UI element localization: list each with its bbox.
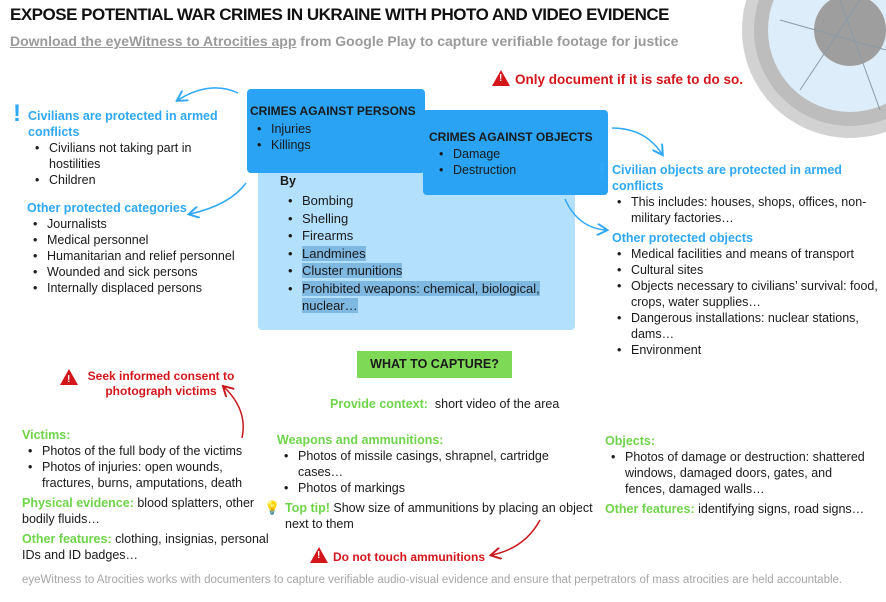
list-item: Firearms [284, 227, 554, 245]
warning-icon [310, 547, 328, 563]
objects-other-features: Other features: identifying signs, road … [605, 502, 865, 516]
list-item: Civilians not taking part in hostilities [31, 140, 243, 172]
list-item: Damage [435, 146, 516, 162]
list-item: Photos of markings [280, 480, 595, 496]
civilians-heading: Civilians are protected in armed conflic… [28, 109, 218, 139]
list-item: Internally displaced persons [29, 280, 242, 296]
list-item: Children [31, 172, 243, 188]
list-item: Journalists [29, 216, 242, 232]
exclamation-icon: ! [598, 158, 606, 185]
list-item: Wounded and sick persons [29, 264, 242, 280]
victims-section: Victims: Photos of the full body of the … [22, 427, 270, 563]
ammunition-warning: Do not touch ammunitions [310, 547, 485, 564]
what-to-capture-banner: WHAT TO CAPTURE? [357, 351, 512, 378]
objects-title: CRIMES AGAINST OBJECTS [429, 130, 593, 144]
subtitle: Download the eyeWitness to Atrocities ap… [10, 33, 679, 49]
objects-heading: Objects: [605, 434, 656, 448]
list-item: Medical personnel [29, 232, 242, 248]
objects-capture-section: Objects: Photos of damage or destruction… [605, 433, 875, 517]
list-item: Landmines [284, 245, 554, 263]
victims-other-features: Other features: clothing, insignias, per… [22, 532, 269, 562]
warning-icon [492, 70, 510, 86]
other-categories-heading: Other protected categories [27, 201, 187, 215]
list-item: Injuries [253, 121, 311, 137]
list-item: Photos of missile casings, shrapnel, car… [280, 448, 595, 480]
list-item: Dangerous installations: nuclear station… [613, 310, 880, 342]
list-item: Killings [253, 137, 311, 153]
physical-evidence: Physical evidence: blood splatters, othe… [22, 496, 255, 526]
lightbulb-icon: 💡 [264, 500, 281, 515]
safety-warning: Only document if it is safe to do so. [492, 70, 743, 87]
footer-text: eyeWitness to Atrocities works with docu… [22, 574, 843, 586]
civilian-objects-heading: Civilian objects are protected in armed … [612, 163, 842, 193]
crimes-against-objects-box: CRIMES AGAINST OBJECTS Damage Destructio… [423, 110, 608, 195]
arrow-icon [492, 519, 541, 555]
warning-icon [60, 369, 78, 387]
list-item: Cluster munitions [284, 262, 554, 280]
exclamation-icon: ! [13, 100, 21, 127]
provide-context: Provide context: short video of the area [330, 397, 560, 411]
victims-heading: Victims: [22, 428, 71, 442]
list-item: Cultural sites [613, 262, 880, 278]
persons-title: CRIMES AGAINST PERSONS [250, 104, 416, 118]
page-title: EXPOSE POTENTIAL WAR CRIMES IN UKRAINE W… [10, 5, 669, 24]
other-objects-heading: Other protected objects [612, 231, 753, 245]
arrow-icon [178, 87, 239, 100]
protected-objects-section: Civilian objects are protected in armed … [612, 162, 880, 358]
list-item: Photos of the full body of the victims [24, 443, 270, 459]
arrow-icon [611, 127, 662, 154]
list-item: Destruction [435, 162, 516, 178]
by-title: By [280, 174, 296, 188]
list-item: Shelling [284, 210, 554, 228]
arrow-icon [224, 387, 244, 439]
weapons-section: Weapons and ammunitions: Photos of missi… [264, 432, 595, 532]
download-app-link[interactable]: Download the eyeWitness to Atrocities ap… [10, 33, 297, 49]
list-item: Photos of damage or destruction: shatter… [607, 449, 875, 497]
list-item: Photos of injuries: open wounds, fractur… [24, 459, 270, 491]
list-item: Humanitarian and relief personnel [29, 248, 242, 264]
consent-warning: Seek informed consent to photograph vict… [60, 369, 240, 399]
arrow-icon [564, 198, 606, 230]
list-item: Environment [613, 342, 880, 358]
top-tip: 💡Top tip! Show size of ammunitions by pl… [264, 500, 593, 531]
list-item: This includes: houses, shops, offices, n… [613, 194, 880, 226]
weapons-heading: Weapons and ammunitions: [277, 433, 444, 447]
list-item: Prohibited weapons: chemical, biological… [284, 280, 554, 315]
camera-lens-icon [742, 0, 886, 138]
civilians-section: Civilians are protected in armed conflic… [28, 108, 243, 188]
crimes-against-persons-box: CRIMES AGAINST PERSONS Injuries Killings [247, 89, 425, 173]
list-item: Bombing [284, 192, 554, 210]
other-categories-section: Other protected categories Journalists M… [27, 200, 242, 296]
list-item: Objects necessary to civilians’ survival… [613, 278, 880, 310]
list-item: Medical facilities and means of transpor… [613, 246, 880, 262]
